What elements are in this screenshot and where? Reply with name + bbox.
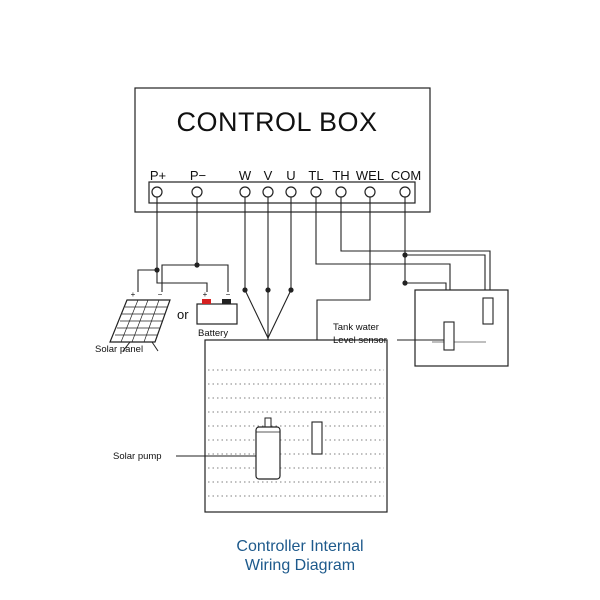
terminal-screw-u xyxy=(285,186,297,198)
tank-sensor-label-line1: Tank water xyxy=(333,322,379,333)
terminal-screw-p-minus xyxy=(191,186,203,198)
battery-label: Battery xyxy=(198,328,228,339)
solar-plus-sign: + xyxy=(131,290,136,299)
solar-pump xyxy=(255,417,281,480)
terminal-strip xyxy=(148,181,416,204)
solar-panel: + − xyxy=(109,290,171,352)
battery-icon: + − xyxy=(196,290,238,325)
terminal-label-th: TH xyxy=(332,168,349,183)
power-input-wires xyxy=(137,197,229,292)
solar-minus-sign: − xyxy=(158,290,163,299)
solar-pump-label: Solar pump xyxy=(113,451,162,462)
terminal-label-p-minus: P− xyxy=(190,168,206,183)
terminal-screw-wel xyxy=(364,186,376,198)
tank-high-probe xyxy=(482,297,494,325)
terminal-screw-th xyxy=(335,186,347,198)
terminal-label-w: W xyxy=(239,168,252,183)
terminal-label-p-plus: P+ xyxy=(150,168,166,183)
terminal-label-u: U xyxy=(286,168,295,183)
terminal-screw-p-plus xyxy=(151,186,163,198)
solar-panel-label: Solar panel xyxy=(95,344,143,355)
control-box-title: CONTROL BOX xyxy=(176,107,377,137)
battery-minus-sign: − xyxy=(226,290,231,299)
terminal-label-v: V xyxy=(264,168,273,183)
caption-line1: Controller Internal xyxy=(236,538,363,555)
terminal-screw-tl xyxy=(310,186,322,198)
terminal-screw-w xyxy=(239,186,251,198)
terminal-label-tl: TL xyxy=(308,168,323,183)
water-tank xyxy=(414,289,509,367)
tank-low-probe xyxy=(443,321,455,351)
terminal-screw-com xyxy=(399,186,411,198)
battery-plus-sign: + xyxy=(203,290,208,299)
terminal-screw-v xyxy=(262,186,274,198)
tank-sensor-label-line2: Level sensor xyxy=(333,335,387,346)
caption-line2: Wiring Diagram xyxy=(245,557,355,574)
well-level-probe xyxy=(311,421,323,455)
well-container xyxy=(204,339,388,513)
terminal-screws xyxy=(151,186,411,198)
or-label: or xyxy=(177,307,189,322)
terminal-label-com: COM xyxy=(391,168,421,183)
terminal-label-wel: WEL xyxy=(356,168,384,183)
